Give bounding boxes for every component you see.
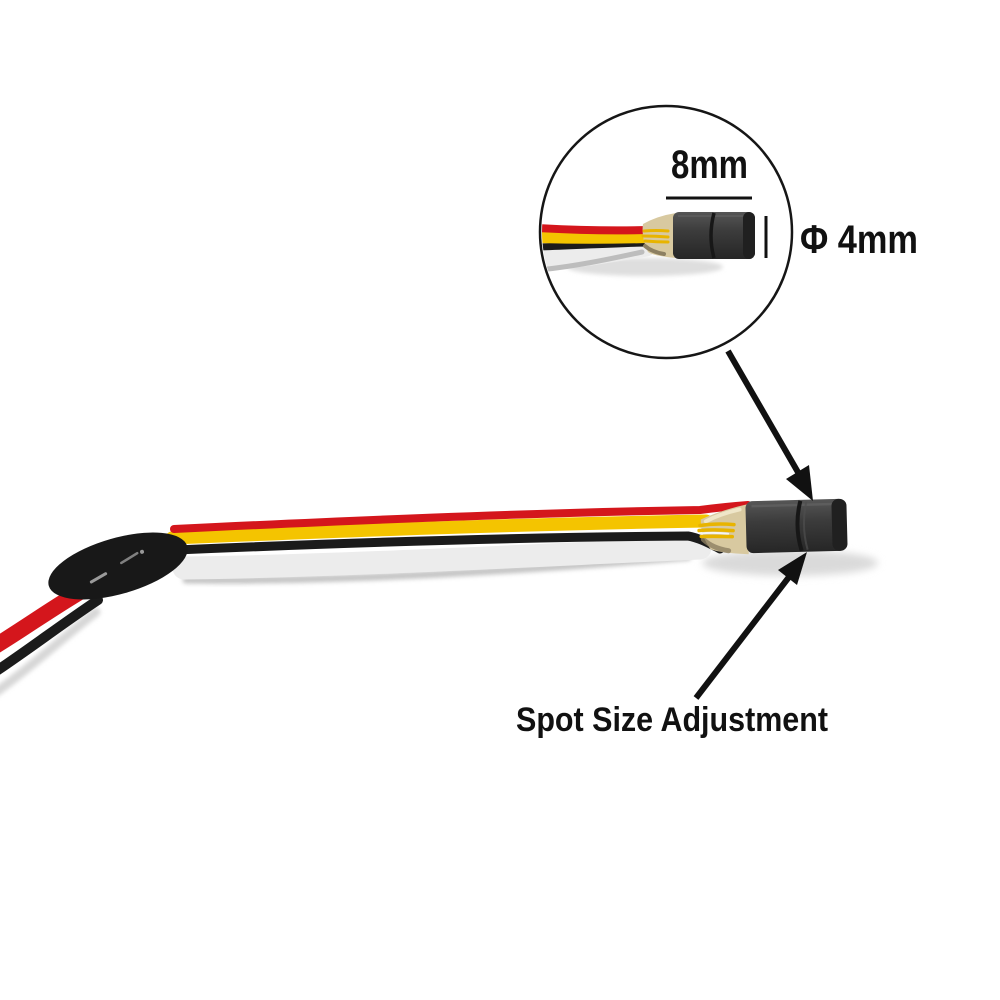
callout-arrow-top [725,349,813,501]
cone-strand [697,528,735,533]
inset-module-end-cap [743,212,755,259]
wire-yellow [165,514,713,545]
module-top-highlight [751,502,838,508]
dimension-label-length: 8mm [671,143,748,187]
magnifier-inset-circle [538,104,794,360]
inset-cone-strand [642,229,670,233]
magnifier-inset-content [542,212,755,276]
cone-shade [700,536,732,554]
heat-shrink-junction [48,532,188,600]
module-focus-ring-groove [795,500,804,552]
inset-focus-ring-groove [709,212,716,259]
inset-module-barrel [673,212,755,259]
cone-highlight [703,507,742,524]
module-groove-highlight [802,501,809,550]
cone-strand [698,522,736,528]
inset-cone-strand [643,239,670,244]
inset-cone-shade [643,244,666,256]
junction-glint [140,549,145,554]
wire-sheath [172,536,712,580]
junction-highlight [120,551,139,565]
module-end-cap [831,498,848,551]
left-cable-shadow [0,607,101,695]
lead-black [0,595,103,675]
inset-cone-strand [641,234,670,239]
inset-wire-sheath [542,235,657,272]
inset-sheath-shadow [542,249,645,273]
inset-laser-module [641,212,755,259]
callout-arrow-bottom [693,552,807,700]
laser-module [697,498,848,555]
wire-red [170,501,752,533]
cone-strand [699,531,730,535]
dimension-label-diameter: Φ 4mm [800,218,918,262]
inset-wire-yellow [542,231,656,244]
arrowhead [778,552,807,585]
spot-size-label: Spot Size Adjustment [516,701,828,739]
cone-strand [699,534,735,539]
junction-highlight [89,572,108,584]
arrowhead [786,465,813,501]
